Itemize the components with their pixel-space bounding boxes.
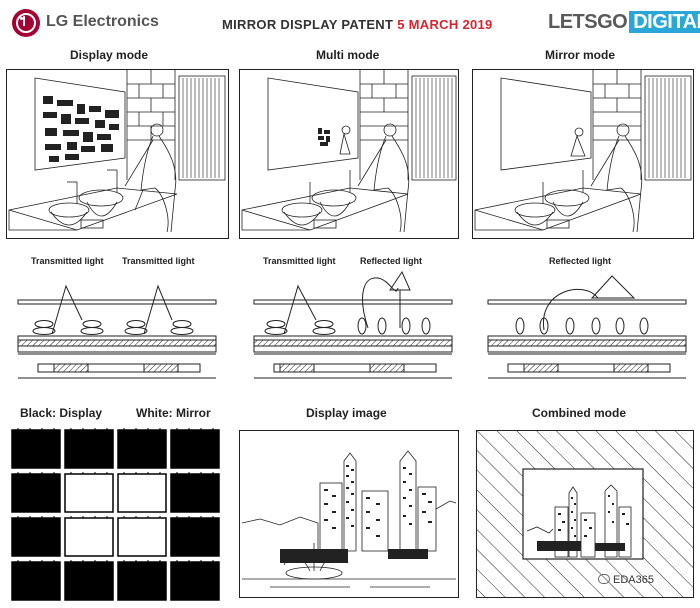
display-pixel-cell	[11, 429, 61, 469]
lens-stacks	[32, 320, 194, 335]
display-pixel-cell	[170, 429, 220, 469]
mirror-small-display	[318, 128, 330, 146]
display-pixel-cell	[170, 561, 220, 601]
display-image-frame	[239, 430, 459, 598]
watermark-text: EDA365	[613, 574, 654, 586]
mirror-display-content	[43, 96, 119, 162]
watermark: EDA365	[598, 574, 654, 586]
display-pixel-cell	[11, 561, 61, 601]
white-mirror-label: White: Mirror	[136, 406, 211, 420]
combined-mode-label: Combined mode	[532, 406, 627, 420]
multi-reflected-label: Reflected light	[360, 256, 423, 266]
combined-mode-image	[477, 431, 693, 597]
multi-cross-section	[253, 270, 453, 379]
mirror-pixel-cell	[117, 517, 167, 557]
display-transmitted-left-label: Transmitted light	[31, 256, 104, 266]
lg-logo	[12, 9, 40, 37]
display-pixel-cell	[117, 429, 167, 469]
mirror-reflected-label: Reflected light	[549, 256, 612, 266]
site-logo-part2: DIGITAL	[629, 11, 700, 33]
bathroom-illustration-multi	[241, 70, 457, 233]
mirror-mode-drawing	[472, 69, 694, 239]
display-pixel-cell	[11, 517, 61, 557]
wechat-icon	[598, 574, 610, 584]
mirror-pixel-cell	[64, 473, 114, 513]
tile-wall	[126, 70, 176, 180]
display-pixel-cell	[170, 473, 220, 513]
multi-transmitted-label: Transmitted light	[263, 256, 336, 266]
title-date: 5 MARCH 2019	[397, 17, 493, 32]
display-pixel-cell	[170, 517, 220, 557]
display-cross-section	[17, 284, 217, 379]
display-transmitted-right-label: Transmitted light	[122, 256, 195, 266]
multi-mode-drawing	[239, 69, 459, 239]
combined-mode-frame	[476, 430, 694, 598]
building-windows	[280, 465, 432, 563]
display-mode-label: Display mode	[70, 48, 149, 62]
city-skyline-image	[241, 450, 457, 588]
display-mode-drawing	[6, 69, 229, 239]
mirror-mode-label: Mirror mode	[545, 48, 616, 62]
bathroom-illustration-display	[8, 70, 226, 233]
display-pixel-cell	[64, 561, 114, 601]
brand-name: LG Electronics	[46, 13, 159, 30]
bathroom-illustration-mirror	[474, 70, 692, 233]
mirror-pixel-cell	[117, 473, 167, 513]
display-pixel-cell	[11, 473, 61, 513]
mirror-pixel-cell	[64, 517, 114, 557]
site-logo-part1: LETSGO	[548, 11, 628, 33]
site-logo: LETSGODIGITAL	[548, 11, 700, 34]
display-pixel-cell	[117, 561, 167, 601]
black-display-label: Black: Display	[20, 406, 103, 420]
multi-mode-label: Multi mode	[316, 48, 380, 62]
mirror-cross-section	[487, 275, 687, 379]
pixel-grid	[11, 428, 220, 601]
display-image-label: Display image	[306, 406, 387, 420]
title-text: MIRROR DISPLAY PATENT	[222, 17, 394, 32]
display-pixel-cell	[64, 429, 114, 469]
